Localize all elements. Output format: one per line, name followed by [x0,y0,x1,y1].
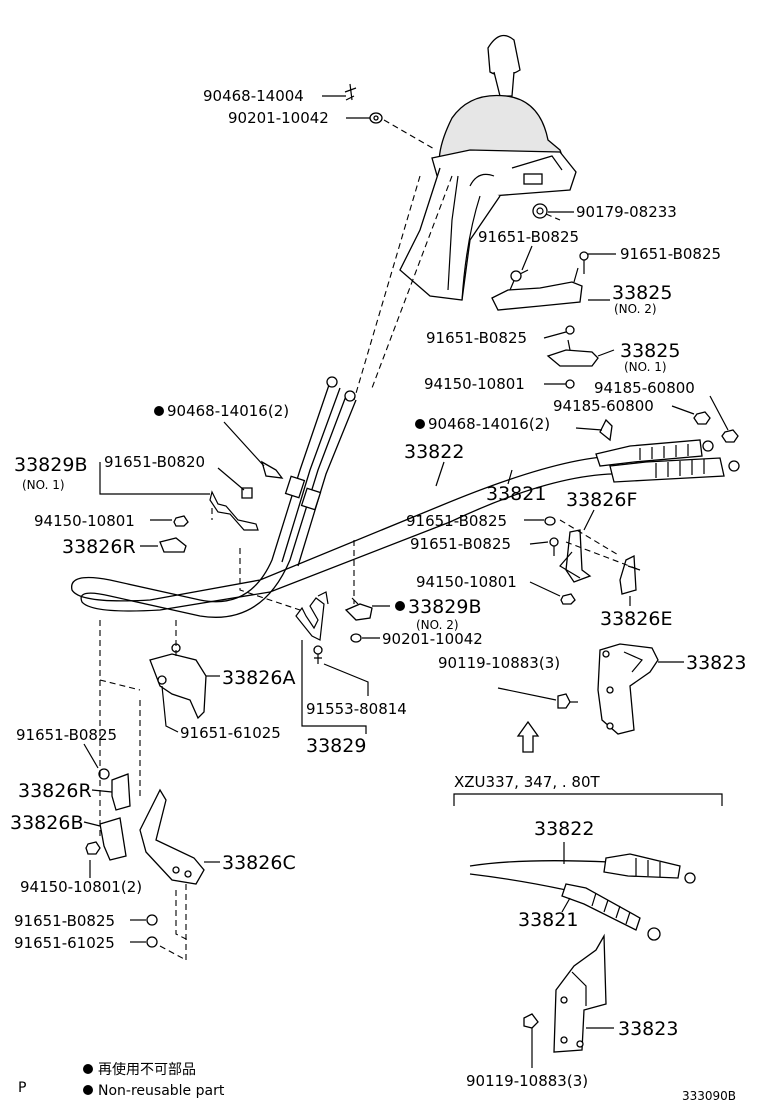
washer-10042-top [369,112,383,124]
legend-text-jp: 再使用不可部品 [98,1061,196,1078]
label-33823-inset: 33823 [618,1018,678,1040]
shift-lever-assembly [399,34,577,301]
label-90119-10883-inset: 90119-10883(3) [466,1072,588,1090]
leader-lines [83,95,729,1029]
label-90468-14016-left: 90468-14016(2) [167,402,289,420]
nut-94185-a [721,429,739,443]
label-33829: 33829 [306,735,366,757]
nut-94150-c [173,515,189,527]
bracket-33826A [149,643,207,720]
label-33826A: 33826A [222,667,295,689]
non-reusable-mark [415,419,425,429]
bolt-91651-f [98,768,110,780]
legend-dot-en [83,1085,93,1095]
inset-title: XZU337, 347, . 80T [454,773,600,791]
legend-text-en: Non-reusable part [98,1083,225,1099]
nut-94185-b [693,411,711,425]
bracket-33823-upper [597,643,659,735]
bolt-91651-d [544,516,556,526]
front-arrow [516,720,540,753]
label-33822-inset: 33822 [534,818,594,840]
label-91651-B0825-g: 91651-B0825 [14,912,115,930]
label-91651-B0825-e: 91651-B0825 [410,535,511,553]
label-33829B-no1: 33829B [14,454,87,476]
label-91553-80814: 91553-80814 [306,700,407,718]
bracket-33826C [139,788,205,885]
bolt-90119-a [557,693,578,709]
diagram-code: 333090B [682,1089,736,1103]
bracket-33826R-top [159,537,187,553]
bracket-33825-no1 [546,325,599,389]
label-33822: 33822 [404,441,464,463]
washer-10042-mid [350,633,362,643]
part-labels: 90468-14004 90201-10042 90179-08233 9165… [10,87,746,1090]
nut-08233 [532,203,548,219]
nut-94150-d [85,841,101,855]
label-91651-61025-a: 91651-61025 [180,724,281,742]
clip-14016-left [260,460,284,479]
label-33826E: 33826E [600,608,672,630]
label-94150-10801-a: 94150-10801 [424,375,525,393]
label-91651-B0825-a: 91651-B0825 [478,228,579,246]
bolt-91553 [313,645,323,664]
non-reusable-mark [395,601,405,611]
legend-dot-jp [83,1064,93,1074]
inset-panel [453,793,723,1068]
label-90179-08233: 90179-08233 [576,203,677,221]
label-33826C: 33826C [222,852,296,874]
bracket-33825-no2 [491,251,589,311]
label-91651-B0825-d: 91651-B0825 [406,512,507,530]
label-94150-10801-b: 94150-10801 [416,573,517,591]
label-33826B: 33826B [10,812,83,834]
label-33826R-top: 33826R [62,536,136,558]
label-33825-no1-sub: (NO. 1) [624,360,667,374]
bolt-91651-61025-b [146,936,158,948]
label-94185-60800-b: 94185-60800 [553,397,654,415]
nut-94150-b [560,593,576,605]
label-33829B-no2: 33829B [408,596,481,618]
label-90468-14016-right: 90468-14016(2) [428,415,550,433]
bolt-91651-e [549,537,559,556]
label-33825-no2-sub: (NO. 2) [614,302,657,316]
label-33829B-no2-sub: (NO. 2) [416,618,459,632]
label-90119-10883-a: 90119-10883(3) [438,654,560,672]
label-33823-a: 33823 [686,652,746,674]
bracket-33826E [619,554,641,595]
label-94150-10801-d: 94150-10801(2) [20,878,142,896]
label-33829B-no1-sub: (NO. 1) [22,478,65,492]
label-91651-B0825-b: 91651-B0825 [620,245,721,263]
clamp-33829 [295,591,329,641]
bracket-33826R-bottom [111,773,131,811]
bracket-33826F [559,529,592,583]
label-33825-no1: 33825 [620,340,680,362]
label-91651-B0820: 91651-B0820 [104,453,205,471]
label-90201-10042-mid: 90201-10042 [382,630,483,648]
label-90201-10042-top: 90201-10042 [228,109,329,127]
label-33825-no2: 33825 [612,282,672,304]
label-91651-B0825-f: 91651-B0825 [16,726,117,744]
label-94185-60800-a: 94185-60800 [594,379,695,397]
bracket-33826B [99,817,127,861]
clamp-33829B-no2 [344,597,373,621]
bolt-91651-g [146,914,158,926]
label-33821: 33821 [486,483,546,505]
assembly-dashed-lines [99,119,641,961]
label-94150-10801-c: 94150-10801 [34,512,135,530]
label-91651-B0825-c: 91651-B0825 [426,329,527,347]
clamp-33829B-no1 [209,487,259,531]
non-reusable-mark [154,406,164,416]
label-33821-inset: 33821 [518,909,578,931]
label-91651-61025-b: 91651-61025 [14,934,115,952]
page-mark: P [18,1080,26,1096]
label-33826R-bottom: 33826R [18,780,92,802]
clip-pin-14004 [344,83,357,101]
label-90468-14004: 90468-14004 [203,87,304,105]
shift-cables [71,376,740,618]
clip-14016-right [599,418,613,442]
label-33826F: 33826F [566,489,637,511]
legend: 再使用不可部品 Non-reusable part P 333090B [18,1061,736,1103]
